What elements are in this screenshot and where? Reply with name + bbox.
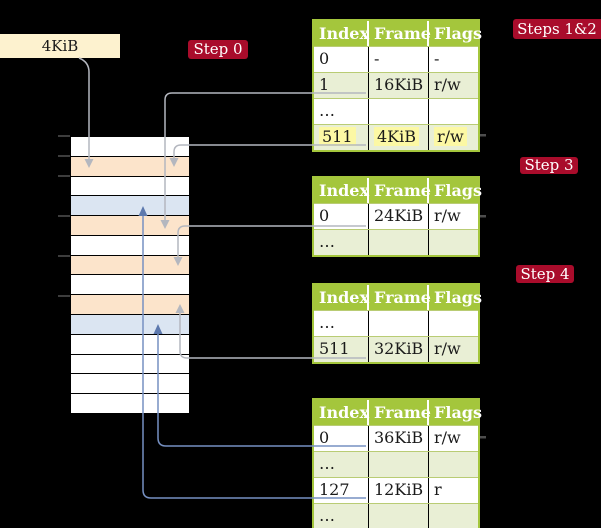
cell-flags: r/w (434, 206, 461, 225)
cell-index: 127 (314, 478, 369, 503)
table-row: 1 16KiB r/w (314, 72, 478, 98)
badge-steps-1-2: Steps 1&2 (513, 19, 601, 39)
cell-index: 1 (314, 73, 369, 98)
frame-boundary-tick (58, 135, 70, 137)
page-table-3: Index Frame Flags … 511 32KiB r/w (312, 283, 482, 364)
memory-row-blue (71, 196, 189, 217)
header-flags: Flags (434, 288, 482, 307)
table-row: 511 32KiB r/w (314, 336, 478, 362)
table-row: 0 36KiB r/w (314, 425, 478, 451)
cell-frame: 36KiB (369, 426, 429, 451)
table-header-row: Index Frame Flags (314, 178, 482, 203)
cell-frame (369, 311, 429, 336)
cell-frame: 16KiB (369, 73, 429, 98)
header-frame: Frame (369, 285, 431, 310)
frame-boundary-tick (58, 155, 70, 157)
cell-index: … (314, 311, 369, 336)
cell-index: 0 (314, 47, 369, 72)
cell-frame: 32KiB (369, 337, 429, 362)
header-frame: Frame (369, 178, 431, 203)
cell-frame (369, 230, 429, 255)
cell-frame (369, 99, 429, 124)
memory-row-blue (71, 315, 189, 335)
cell-frame (369, 452, 429, 477)
highlighted-value: 511 (319, 127, 356, 146)
table-header-row: Index Frame Flags (314, 21, 482, 46)
table-header-row: Index Frame Flags (314, 285, 482, 310)
cell-flags: r/w (434, 75, 461, 94)
cell-index: 511 (314, 337, 369, 362)
cell-index: … (314, 504, 369, 528)
header-index: Index (314, 178, 369, 203)
memory-row-plain (71, 394, 189, 413)
frame-boundary-tick (58, 175, 70, 177)
table-row: 127 12KiB r (314, 477, 478, 503)
header-frame: Frame (369, 400, 431, 425)
cell-frame: 12KiB (369, 478, 429, 503)
page-table-4: Index Frame Flags 0 36KiB r/w … 127 12Ki… (312, 398, 482, 528)
header-frame: Frame (369, 21, 431, 46)
table-row: 0 24KiB r/w (314, 203, 478, 229)
memory-stack (70, 136, 190, 414)
badge-step-3: Step 3 (520, 157, 578, 174)
table-row-recursive: 511 4KiB r/w (314, 124, 478, 150)
cell-flags (429, 504, 478, 528)
memory-row-plain (71, 334, 189, 355)
cell-flags: r (434, 480, 442, 499)
frame-size-label: 4KiB (0, 34, 120, 58)
cell-index: … (314, 452, 369, 477)
header-index: Index (314, 21, 369, 46)
memory-row-plain (71, 235, 189, 256)
header-index: Index (314, 400, 369, 425)
highlighted-value: r/w (434, 127, 467, 146)
memory-row-orange (71, 295, 189, 316)
cell-frame: 24KiB (369, 204, 429, 229)
memory-row-plain (71, 137, 189, 157)
cell-flags (429, 99, 478, 124)
cell-index: 0 (314, 426, 369, 451)
cell-frame: 4KiB (369, 125, 429, 150)
cell-index: 511 (314, 125, 369, 150)
memory-row-plain (71, 176, 189, 197)
cell-index: … (314, 99, 369, 124)
cell-flags (429, 452, 478, 477)
badge-step-4: Step 4 (516, 265, 574, 283)
cell-flags (429, 311, 478, 336)
table-row-ellipsis: … (314, 310, 478, 336)
cell-flags: r/w (434, 339, 461, 358)
header-flags: Flags (434, 403, 482, 422)
memory-row-plain (71, 354, 189, 375)
highlighted-value: 4KiB (374, 127, 420, 146)
table-row-ellipsis: … (314, 229, 478, 255)
table-header-row: Index Frame Flags (314, 400, 482, 425)
frame-boundary-tick (58, 295, 70, 297)
header-flags: Flags (434, 181, 482, 200)
header-index: Index (314, 285, 369, 310)
table-row-ellipsis: … (314, 451, 478, 477)
page-table-1: Index Frame Flags 0 - - 1 16KiB r/w … 51… (312, 19, 482, 152)
cell-index: 0 (314, 204, 369, 229)
table-row-ellipsis: … (314, 503, 478, 528)
memory-row-plain (71, 374, 189, 395)
frame-boundary-tick (58, 255, 70, 257)
header-flags: Flags (434, 24, 482, 43)
badge-step-0: Step 0 (188, 40, 248, 59)
cell-flags: - (434, 49, 440, 68)
cell-flags: r/w (429, 125, 478, 150)
memory-row-plain (71, 275, 189, 296)
memory-row-orange (71, 156, 189, 177)
table-row-ellipsis: … (314, 98, 478, 124)
cell-flags: r/w (434, 428, 461, 447)
memory-row-orange (71, 216, 189, 236)
memory-row-orange (71, 255, 189, 276)
cell-index: … (314, 230, 369, 255)
table-row: 0 - - (314, 46, 478, 72)
cell-flags (429, 230, 478, 255)
frame-boundary-tick (58, 215, 70, 217)
cell-frame (369, 504, 429, 528)
page-table-2: Index Frame Flags 0 24KiB r/w … (312, 176, 482, 257)
cell-frame: - (369, 47, 429, 72)
